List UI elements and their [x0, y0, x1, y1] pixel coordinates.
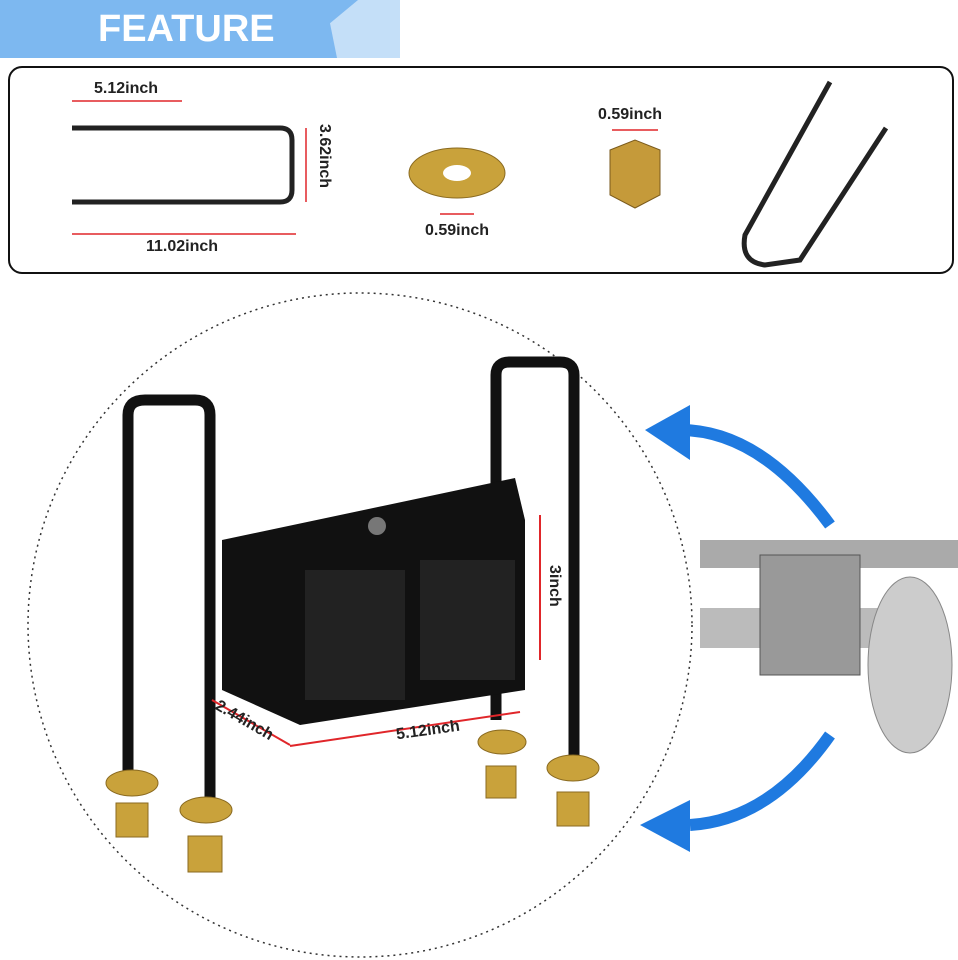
lift-block [222, 478, 525, 725]
left-ubolt [122, 394, 216, 820]
block-height-label: 3inch [546, 565, 563, 607]
axle-image [700, 540, 958, 754]
parts-panel [8, 66, 954, 274]
block-kit-image [105, 356, 600, 873]
dotted-circle [27, 292, 693, 958]
ubolt-height-label: 3.62inch [316, 124, 333, 189]
arrow-up-icon [645, 405, 835, 529]
ubolt-assembled-image [741, 80, 889, 268]
feature-banner: FEATURE [0, 0, 400, 58]
ubolt-width-label: 5.12inch [94, 80, 159, 97]
ubolt-diagram [72, 100, 307, 235]
arrow-down-icon [640, 731, 835, 852]
washer-image [408, 147, 506, 199]
nut-label: 0.59inch [598, 106, 663, 123]
washer-label: 0.59inch [425, 222, 490, 239]
block-width-dimension-line [289, 711, 521, 747]
block-depth-dimension-line [211, 699, 291, 746]
nut-image [609, 139, 661, 209]
ubolt-length-label: 11.02inch [146, 238, 219, 255]
banner-title: FEATURE [98, 8, 275, 50]
washers-and-nuts [105, 729, 600, 873]
right-ubolt [490, 356, 580, 760]
